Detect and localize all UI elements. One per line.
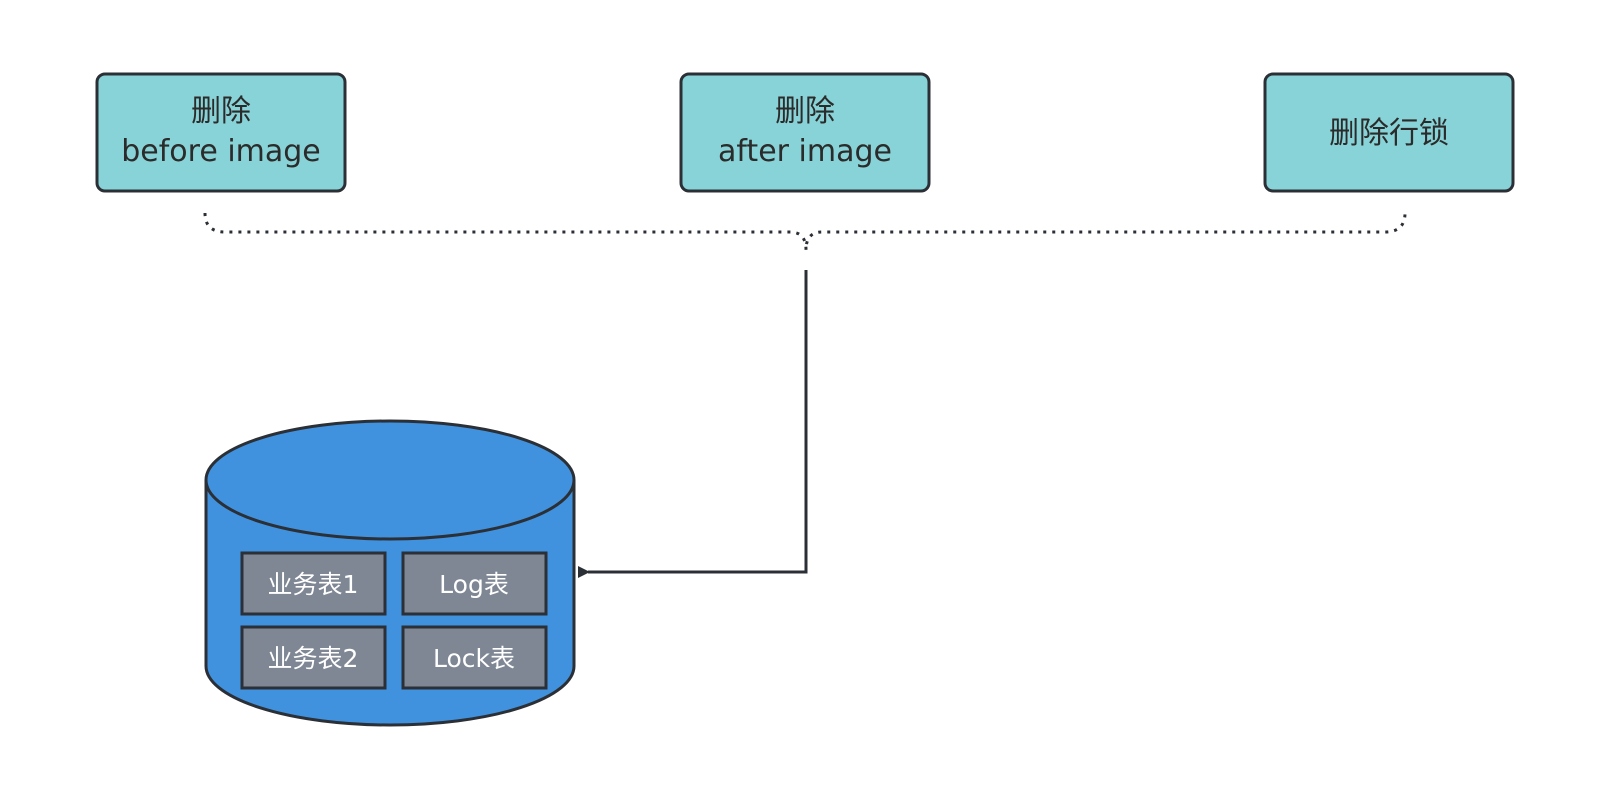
table-log: Log表 bbox=[401, 551, 548, 616]
step-box-subtitle: after image bbox=[718, 134, 892, 169]
table-business-1: 业务表1 bbox=[240, 551, 387, 616]
step-box-delete-row-lock: 删除行锁 bbox=[1263, 72, 1515, 193]
step-box-delete-before-image: 删除 before image bbox=[95, 72, 347, 193]
connector-arrow bbox=[578, 270, 808, 578]
step-box-title: 删除 bbox=[775, 94, 835, 129]
table-label: Lock表 bbox=[433, 644, 515, 673]
table-business-2: 业务表2 bbox=[240, 625, 387, 690]
table-label: 业务表1 bbox=[268, 570, 359, 599]
step-box-title: 删除行锁 bbox=[1329, 116, 1449, 151]
table-label: 业务表2 bbox=[268, 644, 359, 673]
step-box-title: 删除 bbox=[191, 94, 251, 129]
table-lock: Lock表 bbox=[401, 625, 548, 690]
step-box-delete-after-image: 删除 after image bbox=[679, 72, 931, 193]
grouping-brace bbox=[203, 212, 1407, 251]
table-label: Log表 bbox=[439, 570, 509, 599]
step-box-subtitle: before image bbox=[121, 134, 321, 169]
